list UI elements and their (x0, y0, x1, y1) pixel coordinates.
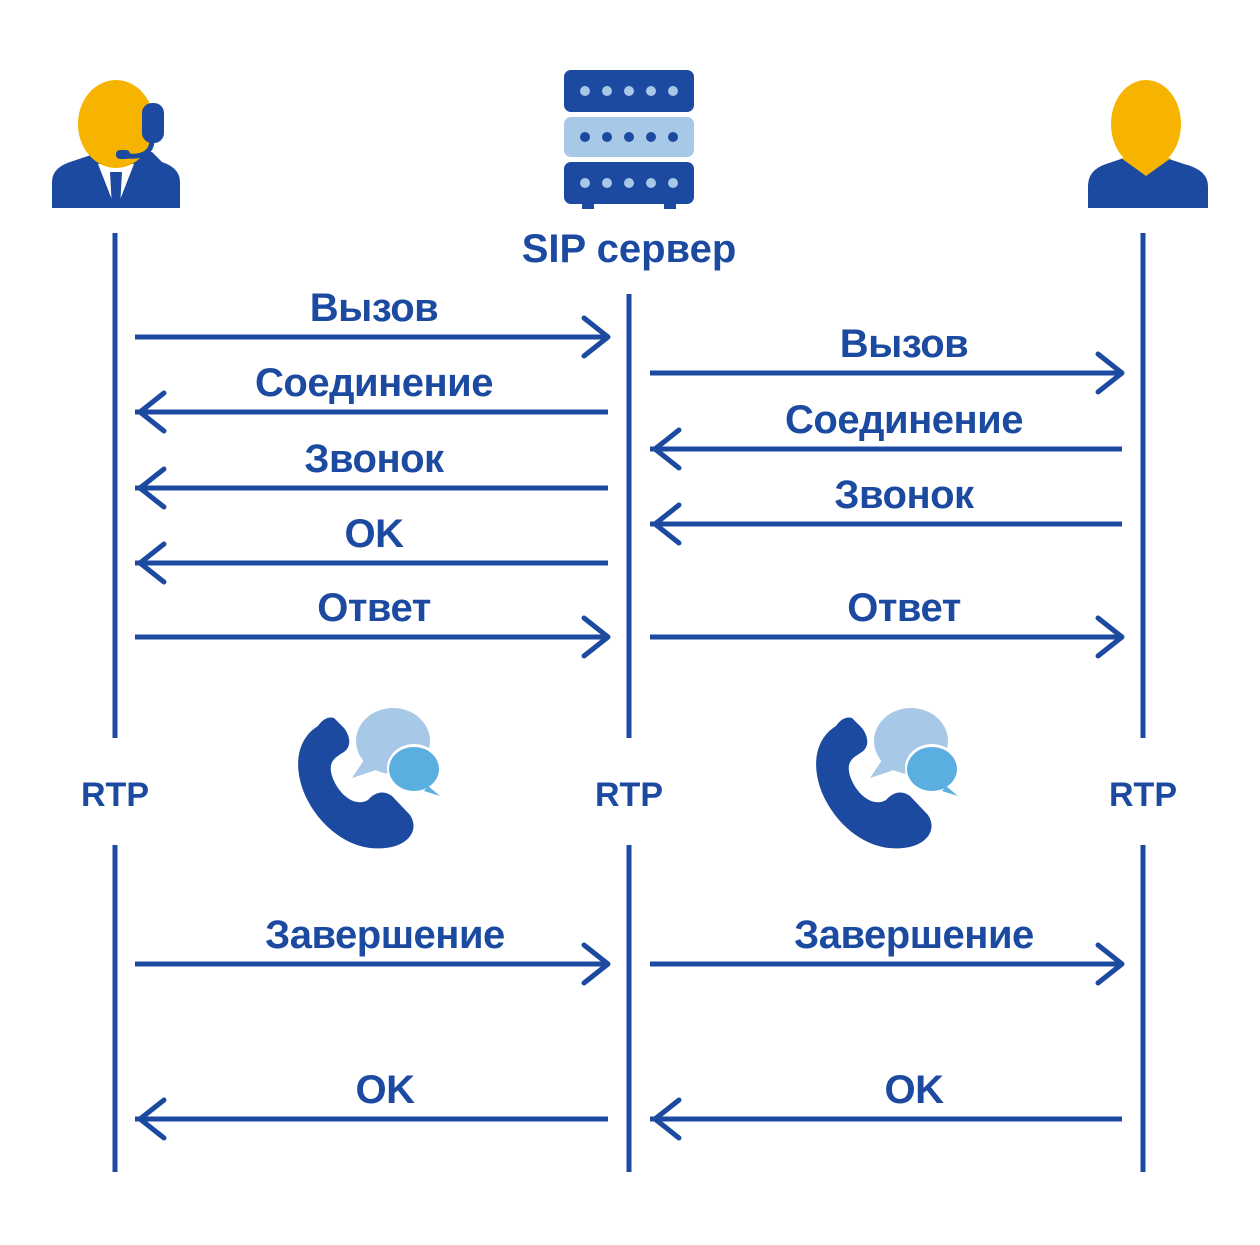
message-label: Вызов (310, 286, 438, 330)
message-right-1: Вызов (650, 322, 1125, 395)
message-left-7: OK (135, 1068, 608, 1141)
arrow-head (1095, 615, 1125, 659)
arrow-head (137, 466, 167, 510)
phone-chat-icon (298, 708, 441, 849)
message-right-5: Завершение (650, 913, 1125, 986)
message-label: Завершение (265, 913, 505, 957)
message-right-2: Соединение (650, 398, 1122, 471)
message-left-5: Ответ (135, 586, 611, 659)
message-left-6: Завершение (135, 913, 611, 986)
operator-headset-icon (52, 80, 180, 210)
message-label: Звонок (834, 473, 975, 517)
arrow-head (1095, 351, 1125, 395)
message-label: Ответ (317, 586, 431, 630)
server-label: SIP сервер (522, 227, 737, 271)
lifelines (112, 233, 1146, 1172)
rtp-label-left: RTP (81, 776, 149, 814)
message-label: OK (345, 512, 405, 556)
message-left-1: Вызов (135, 286, 611, 359)
message-label: OK (885, 1068, 945, 1112)
user-icon (1088, 80, 1208, 208)
message-label: Вызов (840, 322, 968, 366)
message-left-4: OK (135, 512, 608, 585)
arrow-head (137, 1097, 167, 1141)
phone-chat-icon (816, 708, 959, 849)
arrow-head (1095, 942, 1125, 986)
message-label: Соединение (255, 361, 493, 405)
message-left-2: Соединение (135, 361, 608, 434)
message-right-6: OK (650, 1068, 1122, 1141)
arrow-head (137, 541, 167, 585)
arrow-head (652, 502, 682, 546)
message-right-3: Звонок (650, 473, 1122, 546)
arrow-head (581, 315, 611, 359)
arrow-head (137, 390, 167, 434)
message-left-3: Звонок (135, 437, 608, 510)
messages: ВызовСоединениеЗвонокOKОтветЗавершениеOK… (135, 286, 1125, 1141)
message-label: Звонок (304, 437, 445, 481)
message-label: OK (356, 1068, 416, 1112)
arrow-head (652, 427, 682, 471)
arrow-head (581, 615, 611, 659)
arrow-head (652, 1097, 682, 1141)
message-label: Ответ (847, 586, 961, 630)
message-label: Завершение (794, 913, 1034, 957)
rtp-label-center: RTP (595, 776, 663, 814)
message-label: Соединение (785, 398, 1023, 442)
message-right-4: Ответ (650, 586, 1125, 659)
server-rack-icon (564, 70, 694, 209)
rtp-label-right: RTP (1109, 776, 1177, 814)
arrow-head (581, 942, 611, 986)
